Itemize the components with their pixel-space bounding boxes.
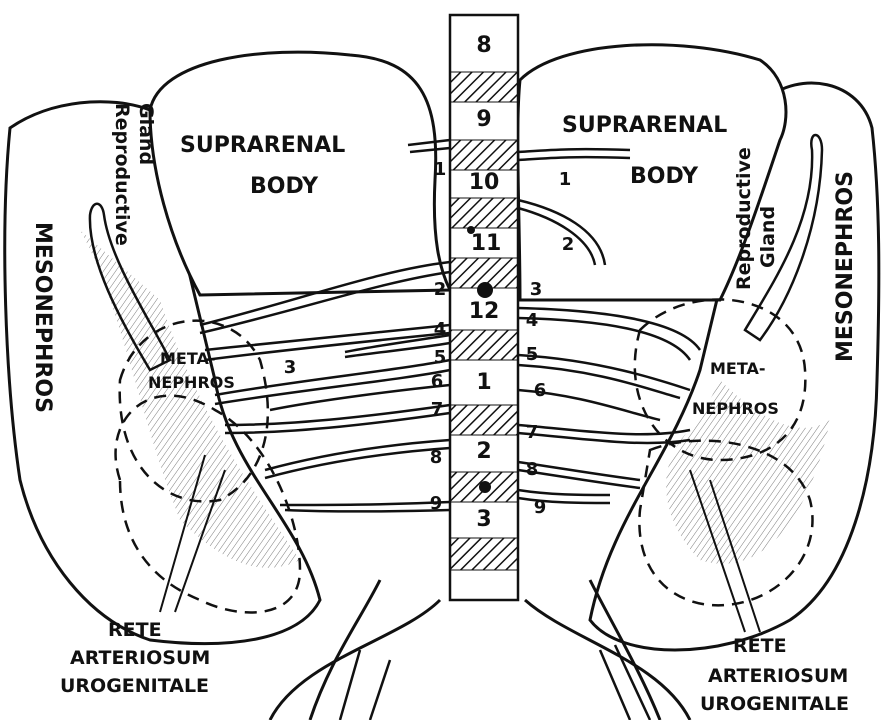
intervertebral-disc [450,140,518,170]
vertebra-label: 10 [469,170,500,195]
suprarenal-right-label: BODY [630,164,699,189]
rete-right-label: UROGENITALE [700,693,849,715]
metanephros-left-label: META- [160,349,216,368]
rete-right-label: RETE [733,635,787,657]
rete-left-label: RETE [108,619,162,641]
artery-number-right: 2 [562,234,575,255]
mesonephros-right-label: MESONEPHROS [833,171,858,362]
reproductive-right-label: Gland [757,206,779,268]
reproductive-left-label: Gland [135,103,157,165]
reproductive-right-label: Reproductive [733,147,755,290]
rete-left-label: UROGENITALE [60,675,209,697]
artery-number-right: 5 [526,344,539,365]
metanephros-right-label: NEPHROS [692,399,779,418]
vertebra-label: 2 [476,439,491,464]
artery-number-left: 6 [431,371,444,392]
artery-number-right: 9 [534,497,547,518]
artery-number-right: 8 [526,459,539,480]
artery-number-left: 4 [434,319,447,340]
artery-number-left: 7 [431,399,444,420]
artery-number-left: 3 [284,357,297,378]
suprarenal-left-label: BODY [250,174,319,199]
artery-number-right: 3 [530,279,543,300]
artery-left-3 [205,325,450,360]
artery-right-9 [518,490,610,503]
artery-number-right: 1 [559,169,572,190]
aorta-lower-left [270,600,440,720]
intervertebral-disc [450,330,518,360]
intervertebral-disc [450,405,518,435]
artery-right-4 [518,308,700,360]
reproductive-left-label: Reproductive [111,103,133,246]
artery-left-7 [225,405,450,433]
vertebra-label: 9 [476,107,491,132]
metanephros-left-label: NEPHROS [148,373,235,392]
artery-number-right: 4 [526,310,539,331]
artery-number-right: 6 [534,380,547,401]
rete-left-label: ARTERIOSUM [70,647,210,669]
metanephros-right-label: META- [710,359,766,378]
artery-number-left: 1 [434,159,447,180]
vertebra-label: 1 [476,370,491,395]
artery-left-9 [280,502,450,512]
vertebra-label: 8 [476,33,491,58]
artery-number-left: 9 [430,493,443,514]
artery-left-5 [215,360,450,404]
artery-left-6 [270,385,450,410]
vertebra-label: 11 [471,231,502,256]
intervertebral-disc [450,198,518,228]
intervertebral-disc [450,72,518,102]
vertebra-label: 12 [469,299,500,324]
artery-left-8 [265,440,450,478]
aorta-lower-right [525,600,690,720]
suprarenal-left-label: SUPRARENAL [180,133,345,158]
suprarenal-right-label: SUPRARENAL [562,113,727,138]
artery-number-left: 8 [430,447,443,468]
artery-number-left: 2 [434,279,447,300]
artery-number-right: 7 [526,422,539,443]
vertebra-label: 3 [476,507,491,532]
vertebra-dot [477,282,493,298]
artery-right-7 [518,425,690,443]
mesonephros-left-label: MESONEPHROS [30,222,55,413]
rete-right-label: ARTERIOSUM [708,665,848,687]
intervertebral-disc [450,538,518,570]
artery-number-left: 5 [434,347,447,368]
vessel-bottom-left [340,650,390,720]
vertebra-dot [479,481,491,493]
